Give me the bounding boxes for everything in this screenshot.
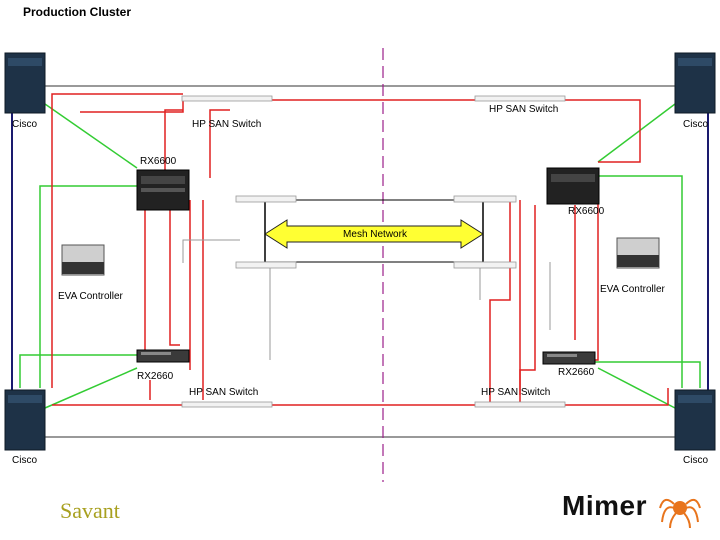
- gray-links: [182, 239, 551, 360]
- label-cisco-bottom-left: Cisco: [12, 455, 38, 466]
- label-eva-controller-left: EVA Controller: [58, 291, 123, 302]
- mesh-network-box: [264, 199, 484, 263]
- label-san-switch-top-left: HP SAN Switch: [192, 119, 262, 130]
- mesh-network-label: Mesh Network: [343, 228, 407, 240]
- label-cisco-top-left: Cisco: [12, 119, 38, 130]
- mimer-logo: Mimer: [562, 490, 647, 521]
- rx6600-servers: [136, 167, 600, 211]
- cisco-devices: [4, 52, 716, 451]
- label-rx6600-right: RX6600: [568, 206, 605, 217]
- label-eva-controller-right: EVA Controller: [600, 284, 665, 295]
- label-san-switch-bottom-left: HP SAN Switch: [189, 387, 259, 398]
- diagram-title: Production Cluster: [23, 5, 132, 19]
- savant-logo: Savant: [60, 498, 120, 523]
- label-san-switch-bottom-right: HP SAN Switch: [481, 387, 551, 398]
- eva-controllers: [61, 237, 660, 276]
- label-cisco-top-right: Cisco: [683, 119, 709, 130]
- label-cisco-bottom-right: Cisco: [683, 455, 709, 466]
- mesh-arrow: [264, 219, 484, 249]
- label-san-switch-top-right: HP SAN Switch: [489, 104, 559, 115]
- green-links: [19, 103, 701, 409]
- label-rx2660-right: RX2660: [558, 367, 595, 378]
- san-switch-devices: [181, 95, 566, 408]
- rx2660-servers: [136, 349, 596, 365]
- mesh-switches: [235, 195, 517, 269]
- spider-icon: [659, 498, 701, 529]
- label-rx6600-left: RX6600: [140, 156, 177, 167]
- label-rx2660-left: RX2660: [137, 371, 174, 382]
